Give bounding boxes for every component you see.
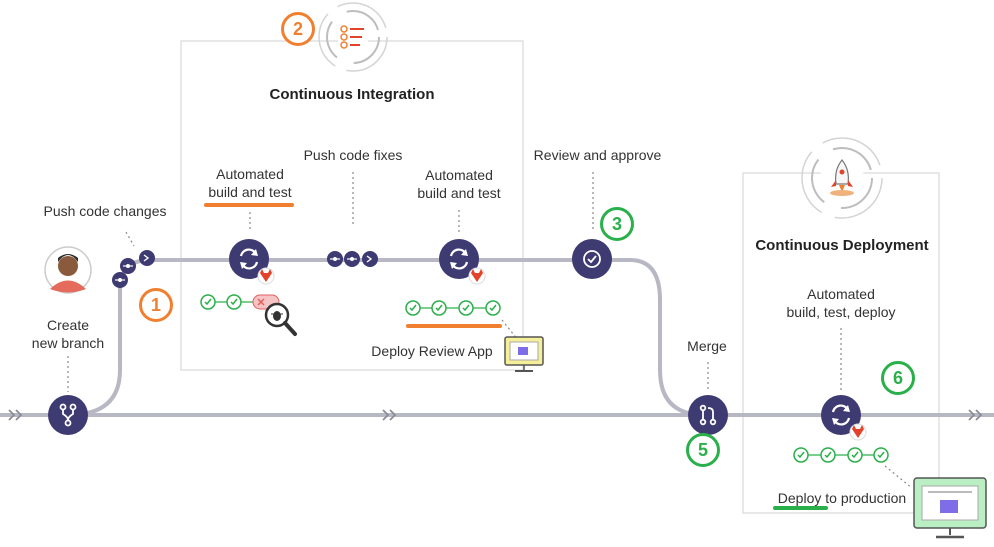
arrow-right-main xyxy=(968,409,983,421)
commit-icons-fixes xyxy=(327,251,378,267)
ci-build-node-1[interactable] xyxy=(229,239,269,279)
deploy-to-production-label: Deploy to production xyxy=(777,490,907,506)
production-monitor-icon xyxy=(913,477,987,539)
status-row-3 xyxy=(793,447,889,463)
ci-build-label-2a: Automated xyxy=(425,167,493,183)
create-branch-label-1: Create xyxy=(46,317,90,333)
step-5-marker: 5 xyxy=(686,433,720,467)
bug-magnifier-icon xyxy=(264,302,297,336)
arrow-mid-main xyxy=(382,409,397,421)
gitlab-icon-1 xyxy=(257,267,275,285)
feature-branch-path xyxy=(67,258,706,417)
status-row-2 xyxy=(405,300,501,316)
avatar xyxy=(44,246,92,294)
cd-deploy-label-2: build, test, deploy xyxy=(786,304,896,320)
ci-title: Continuous Integration xyxy=(269,86,435,103)
review-approve-label: Review and approve xyxy=(533,147,662,163)
step-1-marker: 1 xyxy=(139,288,173,322)
step-3-marker: 3 xyxy=(600,207,634,241)
cd-title: Continuous Deployment xyxy=(755,237,929,254)
create-branch-node[interactable] xyxy=(48,395,88,435)
ci-build-label-1b: build and test xyxy=(208,184,292,200)
arrow-left-main xyxy=(8,409,23,421)
merge-label: Merge xyxy=(687,338,727,354)
commit-icons-push xyxy=(112,250,155,288)
create-branch-label-2: new branch xyxy=(31,335,105,351)
push-code-changes-label: Push code changes xyxy=(43,203,167,219)
ci-build-label-1a: Automated xyxy=(216,166,284,182)
review-app-monitor-icon xyxy=(504,336,544,372)
step-6-marker: 6 xyxy=(881,361,915,395)
gitlab-icon-3 xyxy=(849,423,867,441)
deploy-review-app-label: Deploy Review App xyxy=(371,343,493,359)
cd-deploy-node[interactable] xyxy=(821,395,861,435)
review-approve-node[interactable] xyxy=(572,239,612,279)
merge-node[interactable] xyxy=(688,395,728,435)
ci-build-label-2b: build and test xyxy=(417,185,501,201)
gitlab-icon-2 xyxy=(468,267,486,285)
ci-cycle-icon xyxy=(318,2,388,72)
push-code-fixes-label: Push code fixes xyxy=(303,147,403,163)
ci-build-node-2[interactable] xyxy=(439,239,479,279)
rocket-cycle-icon xyxy=(801,137,883,219)
step-2-marker: 2 xyxy=(281,12,315,46)
cd-deploy-label-1: Automated xyxy=(807,286,875,302)
status-row-1 xyxy=(200,294,280,310)
